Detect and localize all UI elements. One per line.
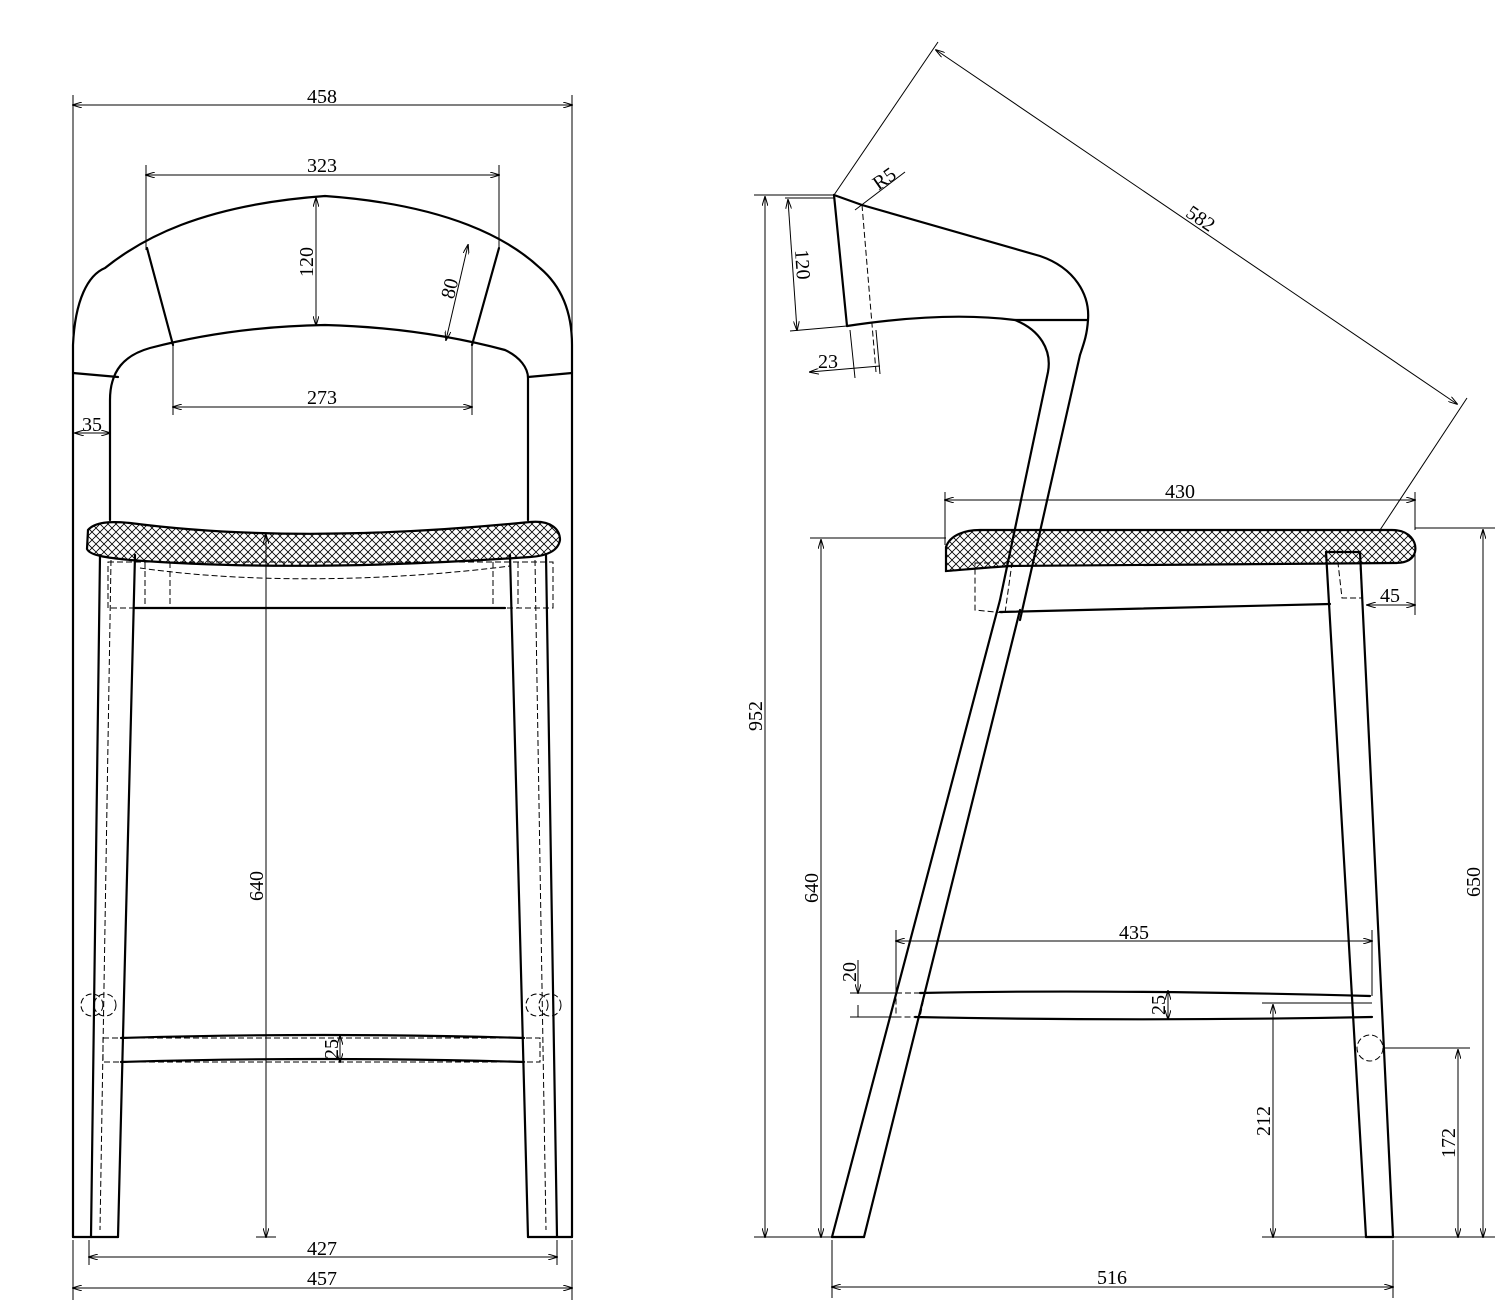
dim-side-seat-depth: 430 — [945, 481, 1415, 545]
front-backrest-left-side — [145, 246, 175, 347]
side-rear-leg-hidden — [1337, 562, 1363, 599]
dim-label-430: 430 — [1165, 481, 1195, 503]
dim-side-stretcher-thickness: 25 — [1148, 991, 1170, 1019]
dim-side-stretcher-offset: 20 — [839, 960, 896, 1018]
dim-label-212: 212 — [1253, 1106, 1275, 1136]
side-dowel — [1356, 1034, 1384, 1062]
side-foot-stretcher — [913, 990, 1374, 1021]
dim-side-stretcher-height: 212 — [1253, 1005, 1366, 1237]
dim-front-leg-span-inner: 427 — [89, 1238, 557, 1265]
dim-front-backrest-height: 120 — [296, 198, 318, 325]
dim-label-r5: R5 — [869, 163, 901, 194]
dim-side-overall-depth: 516 — [832, 1240, 1393, 1298]
front-left-dowel-a — [80, 993, 104, 1017]
side-rear-leg-front — [1324, 550, 1368, 1239]
front-outer-frame — [71, 194, 574, 1239]
front-left-leg-outer — [89, 553, 102, 1239]
dim-label-front-120: 120 — [296, 247, 318, 277]
side-front-leg-back — [830, 598, 1002, 1239]
side-seat-rail — [998, 602, 1332, 614]
dim-side-backrest-thickness: 23 — [810, 329, 881, 379]
dim-side-seat-height-front: 650 — [1393, 527, 1495, 1237]
front-right-leg-hidden — [534, 559, 547, 1231]
dim-label-435: 435 — [1119, 922, 1149, 944]
side-seat-cushion — [944, 528, 1417, 573]
front-backrest-inner — [108, 323, 530, 522]
front-right-dowel-a — [525, 993, 549, 1017]
dim-front-overall-width-bottom: 457 — [73, 1240, 572, 1300]
dim-front-seat-height: 640 — [246, 535, 276, 1237]
dim-side-corner-radius: R5 — [854, 163, 906, 211]
front-left-shoulder — [71, 371, 120, 379]
dim-label-650: 650 — [1463, 867, 1485, 897]
dim-label-80: 80 — [437, 276, 463, 301]
dim-front-frame-thickness: 35 — [75, 414, 110, 436]
dim-label-35: 35 — [82, 414, 102, 436]
dim-label-323: 323 — [307, 155, 337, 177]
dim-front-overall-width-top: 458 — [73, 86, 572, 345]
dim-label-side-640: 640 — [801, 873, 823, 903]
dim-label-952: 952 — [745, 701, 767, 731]
dim-label-side-25: 25 — [1148, 995, 1170, 1015]
dim-front-backrest-outer-width: 323 — [146, 155, 499, 250]
dim-label-45: 45 — [1380, 585, 1400, 607]
front-seat-rail-hidden — [107, 561, 554, 609]
dim-label-582: 582 — [1182, 202, 1219, 237]
dim-label-front-640: 640 — [246, 871, 268, 901]
side-rear-leg-back — [1358, 550, 1395, 1239]
front-seat-cushion — [85, 520, 562, 567]
dim-label-20: 20 — [839, 962, 861, 982]
dim-label-front-25: 25 — [321, 1039, 343, 1059]
front-right-dowel-b — [538, 993, 562, 1017]
front-foot-stretcher — [119, 1033, 526, 1064]
dim-front-stretcher-thickness: 25 — [321, 1036, 343, 1062]
front-foot-stretcher-hidden — [102, 1037, 541, 1063]
dim-side-backrest-height: 120 — [785, 197, 848, 332]
front-left-leg-inner — [116, 553, 137, 1239]
front-backrest-right-side — [470, 246, 501, 347]
side-foot-stretcher-hidden — [895, 992, 926, 1018]
front-seat-curve-hidden — [139, 565, 511, 580]
dim-label-458: 458 — [307, 86, 337, 108]
dim-label-172: 172 — [1438, 1128, 1460, 1158]
dim-side-seat-overhang: 45 — [1367, 550, 1415, 615]
side-backrest-end-hidden — [861, 204, 877, 373]
side-backrest-end — [832, 193, 849, 328]
front-left-leg-hidden — [99, 559, 112, 1231]
front-right-leg-outer — [544, 553, 559, 1239]
side-view: 582 R5 120 23 952 430 — [745, 41, 1495, 1298]
dim-label-273: 273 — [307, 387, 337, 409]
front-right-shoulder — [526, 371, 574, 379]
dim-label-516: 516 — [1097, 1267, 1127, 1289]
front-view: 458 323 120 80 273 35 — [71, 86, 574, 1300]
front-left-dowel-b — [93, 993, 117, 1017]
front-right-leg-inner — [508, 553, 530, 1239]
dim-front-backrest-inner-width: 273 — [173, 345, 472, 415]
dim-front-backrest-side: 80 — [437, 245, 468, 340]
dim-side-backrest-diagonal: 582 — [833, 41, 1468, 531]
dim-side-foot-rest-height: 172 — [1383, 1047, 1470, 1237]
dim-label-side-120: 120 — [790, 249, 814, 280]
dim-side-stretcher-length: 435 — [896, 922, 1372, 996]
dim-label-427: 427 — [307, 1238, 337, 1260]
dim-side-seat-height: 640 — [801, 537, 946, 1237]
dim-label-457: 457 — [307, 1268, 337, 1290]
side-front-leg-front — [862, 608, 1022, 1239]
dim-label-23: 23 — [818, 351, 838, 373]
